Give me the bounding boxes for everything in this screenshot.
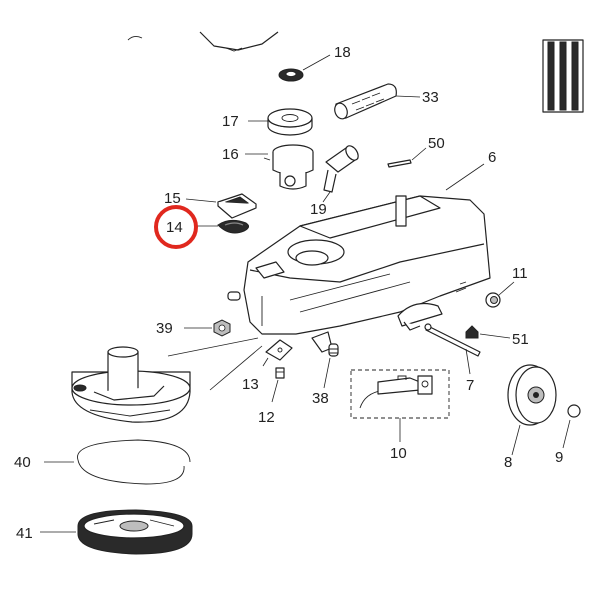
callout-19: 19: [310, 201, 327, 218]
callout-7: 7: [466, 377, 474, 394]
callout-18: 18: [334, 44, 351, 61]
part-16-motor: [245, 144, 314, 190]
part-39-nut: [184, 319, 231, 337]
part-13-plate: [262, 339, 293, 367]
part-40-ring: [44, 439, 191, 485]
callout-38: 38: [312, 390, 329, 407]
callout-39: 39: [156, 320, 173, 337]
callout-13: 13: [242, 376, 259, 393]
part-11-cap: [485, 281, 515, 308]
part-50-pin: [387, 147, 427, 168]
callout-33: 33: [422, 89, 439, 106]
part-51-plug: [465, 325, 511, 339]
part-33-filter: [334, 83, 421, 120]
callout-51: 51: [512, 331, 529, 348]
part-41-brush: [40, 509, 193, 555]
cropped-top-assembly: [127, 31, 279, 52]
part-6-chassis: [243, 163, 491, 353]
part-18-nut: [278, 54, 331, 82]
part-9-cap: [562, 404, 581, 449]
part-7-axle: [424, 323, 481, 375]
callout-50: 50: [428, 135, 445, 152]
base-leader-lines: [167, 337, 263, 391]
callout-6: 6: [488, 149, 496, 166]
callout-12: 12: [258, 409, 275, 426]
callout-41: 41: [16, 525, 33, 542]
part-12-clip: [271, 367, 285, 403]
callout-labels: 18 33 17 16 50 6 15 19 14 11 39 51 13 7 …: [14, 44, 563, 542]
callout-8: 8: [504, 454, 512, 471]
part-17-gasket: [248, 108, 313, 136]
callout-17: 17: [222, 113, 239, 130]
part-14-gasket: [196, 219, 250, 234]
part-10-hose-assembly: [350, 369, 450, 442]
part-small-plug: [227, 291, 241, 301]
highlight-circle: [154, 205, 198, 249]
callout-10: 10: [390, 445, 407, 462]
callout-11: 11: [512, 265, 528, 282]
callout-15: 15: [164, 190, 181, 207]
callout-40: 40: [14, 454, 31, 471]
callout-9: 9: [555, 449, 563, 466]
callout-16: 16: [222, 146, 239, 163]
callout-14: 14: [166, 219, 183, 236]
part-base-assembly: [71, 346, 191, 423]
part-38-spacer: [323, 343, 339, 389]
part-8-wheel: [507, 364, 557, 456]
cropped-brush-right: [542, 39, 584, 113]
part-19-elbow: [322, 145, 359, 203]
part-15-bracket: [185, 193, 257, 219]
